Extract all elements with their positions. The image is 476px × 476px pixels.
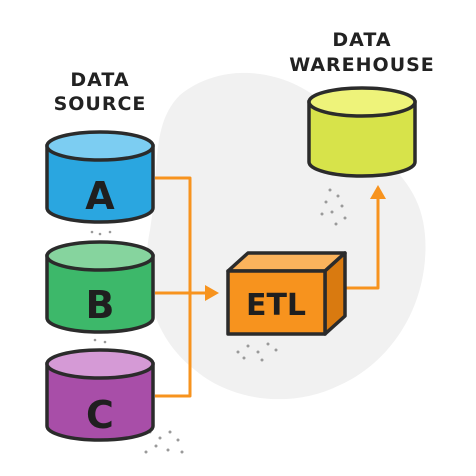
data-warehouse — [307, 86, 417, 178]
connector-arrows — [155, 176, 380, 398]
decorative-dots — [90, 188, 347, 454]
data-source-b: B — [45, 240, 155, 334]
source-c-letter: C — [86, 393, 114, 437]
cylinder-b-body — [45, 254, 155, 334]
data-source-c: C — [45, 348, 155, 442]
cylinder-a-body — [45, 144, 155, 224]
arrowhead-etl — [205, 285, 219, 301]
arrow-source-a — [155, 176, 192, 293]
warehouse-label-line2: WAREHOUSE — [289, 54, 435, 76]
cylinder-c-body — [45, 362, 155, 442]
source-a-letter: A — [85, 174, 115, 218]
source-label-line1: DATA — [70, 69, 129, 91]
arrow-etl-to-warehouse — [345, 196, 380, 290]
warehouse-body — [307, 100, 417, 178]
data-source-a: A — [45, 130, 155, 224]
source-label-line2: SOURCE — [54, 93, 147, 115]
source-b-letter: B — [86, 283, 115, 327]
cylinder-c-top — [45, 348, 155, 380]
etl-box: ETL — [226, 251, 347, 336]
arrowhead-warehouse — [370, 185, 386, 199]
etl-box-front — [226, 269, 327, 336]
warehouse-label-line1: DATA — [332, 29, 391, 51]
warehouse-top — [307, 86, 417, 118]
etl-label: ETL — [246, 288, 306, 323]
arrow-source-c — [155, 293, 192, 398]
cylinder-a-top — [45, 130, 155, 162]
cylinder-b-top — [45, 240, 155, 272]
